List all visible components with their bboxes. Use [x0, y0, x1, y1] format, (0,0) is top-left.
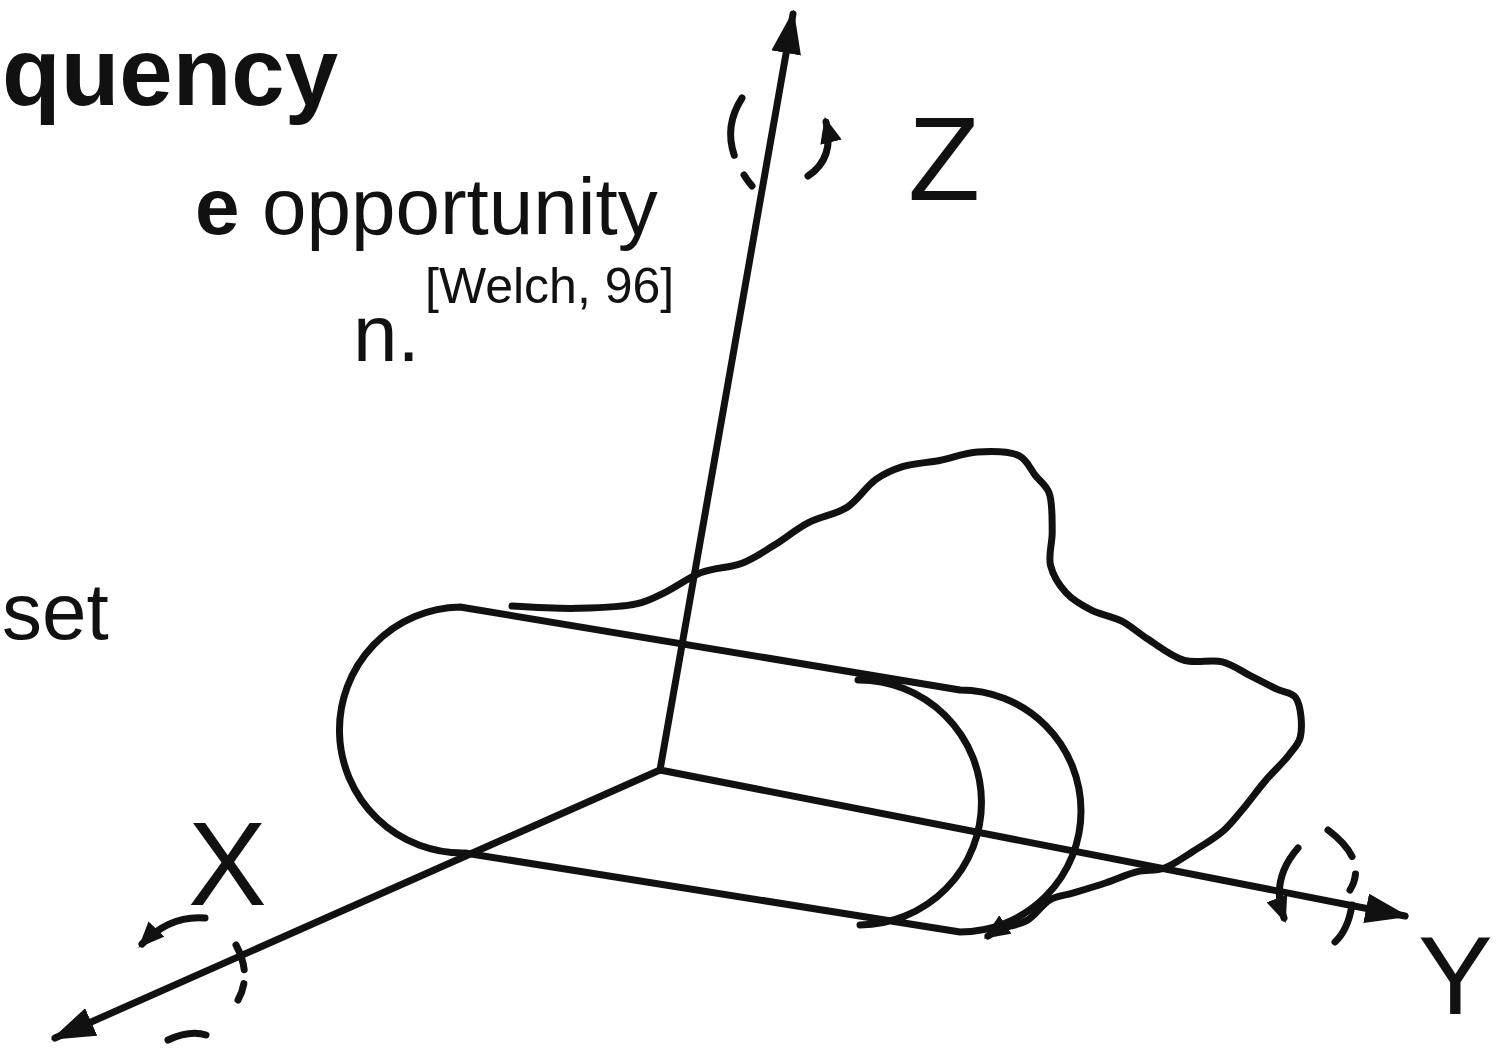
rotation-arrow — [1335, 905, 1352, 942]
rotation-arrow — [168, 1033, 206, 1040]
z-axis — [660, 14, 793, 770]
capsule-shape — [339, 607, 1081, 932]
text-fragment: opportunity — [262, 167, 658, 247]
text-fragment: e — [195, 167, 240, 247]
rotation-arrow — [1328, 830, 1356, 890]
object-outline — [512, 452, 1301, 936]
text-fragment: set — [2, 572, 109, 652]
citation: [Welch, 96] — [425, 261, 674, 311]
y-axis — [660, 770, 1405, 916]
rotation-arrow — [1279, 848, 1298, 918]
text-fragment: n. — [353, 294, 420, 374]
rotation-arrow — [236, 945, 245, 1000]
rotation-arrow — [808, 122, 828, 176]
axis-label: X — [188, 805, 267, 923]
axis-label: Y — [1418, 920, 1493, 1032]
x-axis — [55, 770, 660, 1038]
rotation-arrow — [731, 98, 752, 186]
heading-fragment: quency — [2, 24, 338, 120]
axis-label: Z — [908, 100, 980, 218]
